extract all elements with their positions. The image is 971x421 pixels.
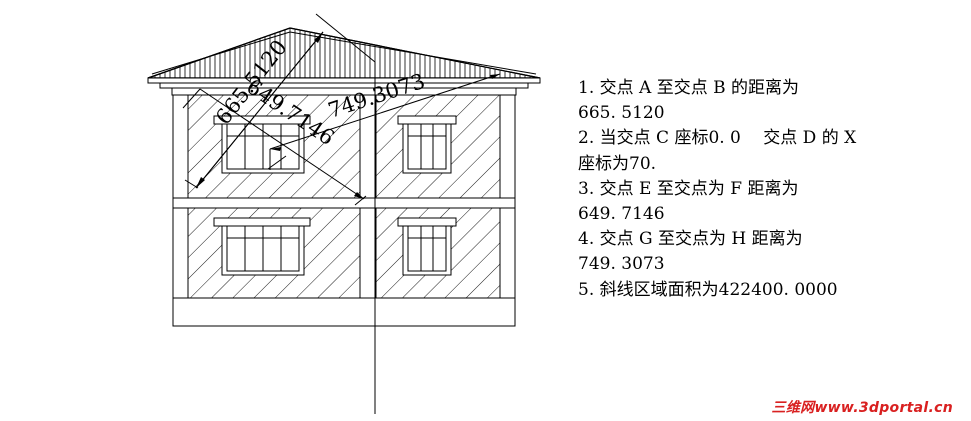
watermark: 三维网www.3dportal.cn xyxy=(771,400,953,416)
note-line: 4. 交点 G 至交点为 H 距离为 xyxy=(578,229,803,250)
note-line: 665. 5120 xyxy=(578,103,665,124)
note-line: 1. 交点 A 至交点 B 的距离为 xyxy=(578,78,800,98)
note-line: 649. 7146 xyxy=(578,204,665,225)
note-line: 2. 当交点 C 座标0. 0 交点 D 的 X xyxy=(578,128,857,149)
note-line: 座标为70. xyxy=(578,153,657,174)
notes-list: 1. 交点 A 至交点 B 的距离为 665. 5120 2. 当交点 C 座标… xyxy=(578,76,958,303)
window-lower-left xyxy=(213,217,311,276)
note-line: 5. 斜线区域面积为422400. 0000 xyxy=(578,279,838,300)
dimension-lines xyxy=(182,13,501,414)
note-line: 3. 交点 E 至交点为 F 距离为 xyxy=(578,178,799,199)
window-upper-right xyxy=(397,115,457,174)
wall-frame xyxy=(172,94,516,327)
window-upper-left xyxy=(213,115,311,174)
roof xyxy=(147,27,541,96)
note-line: 749. 3073 xyxy=(578,254,665,275)
window-lower-right xyxy=(397,217,457,276)
